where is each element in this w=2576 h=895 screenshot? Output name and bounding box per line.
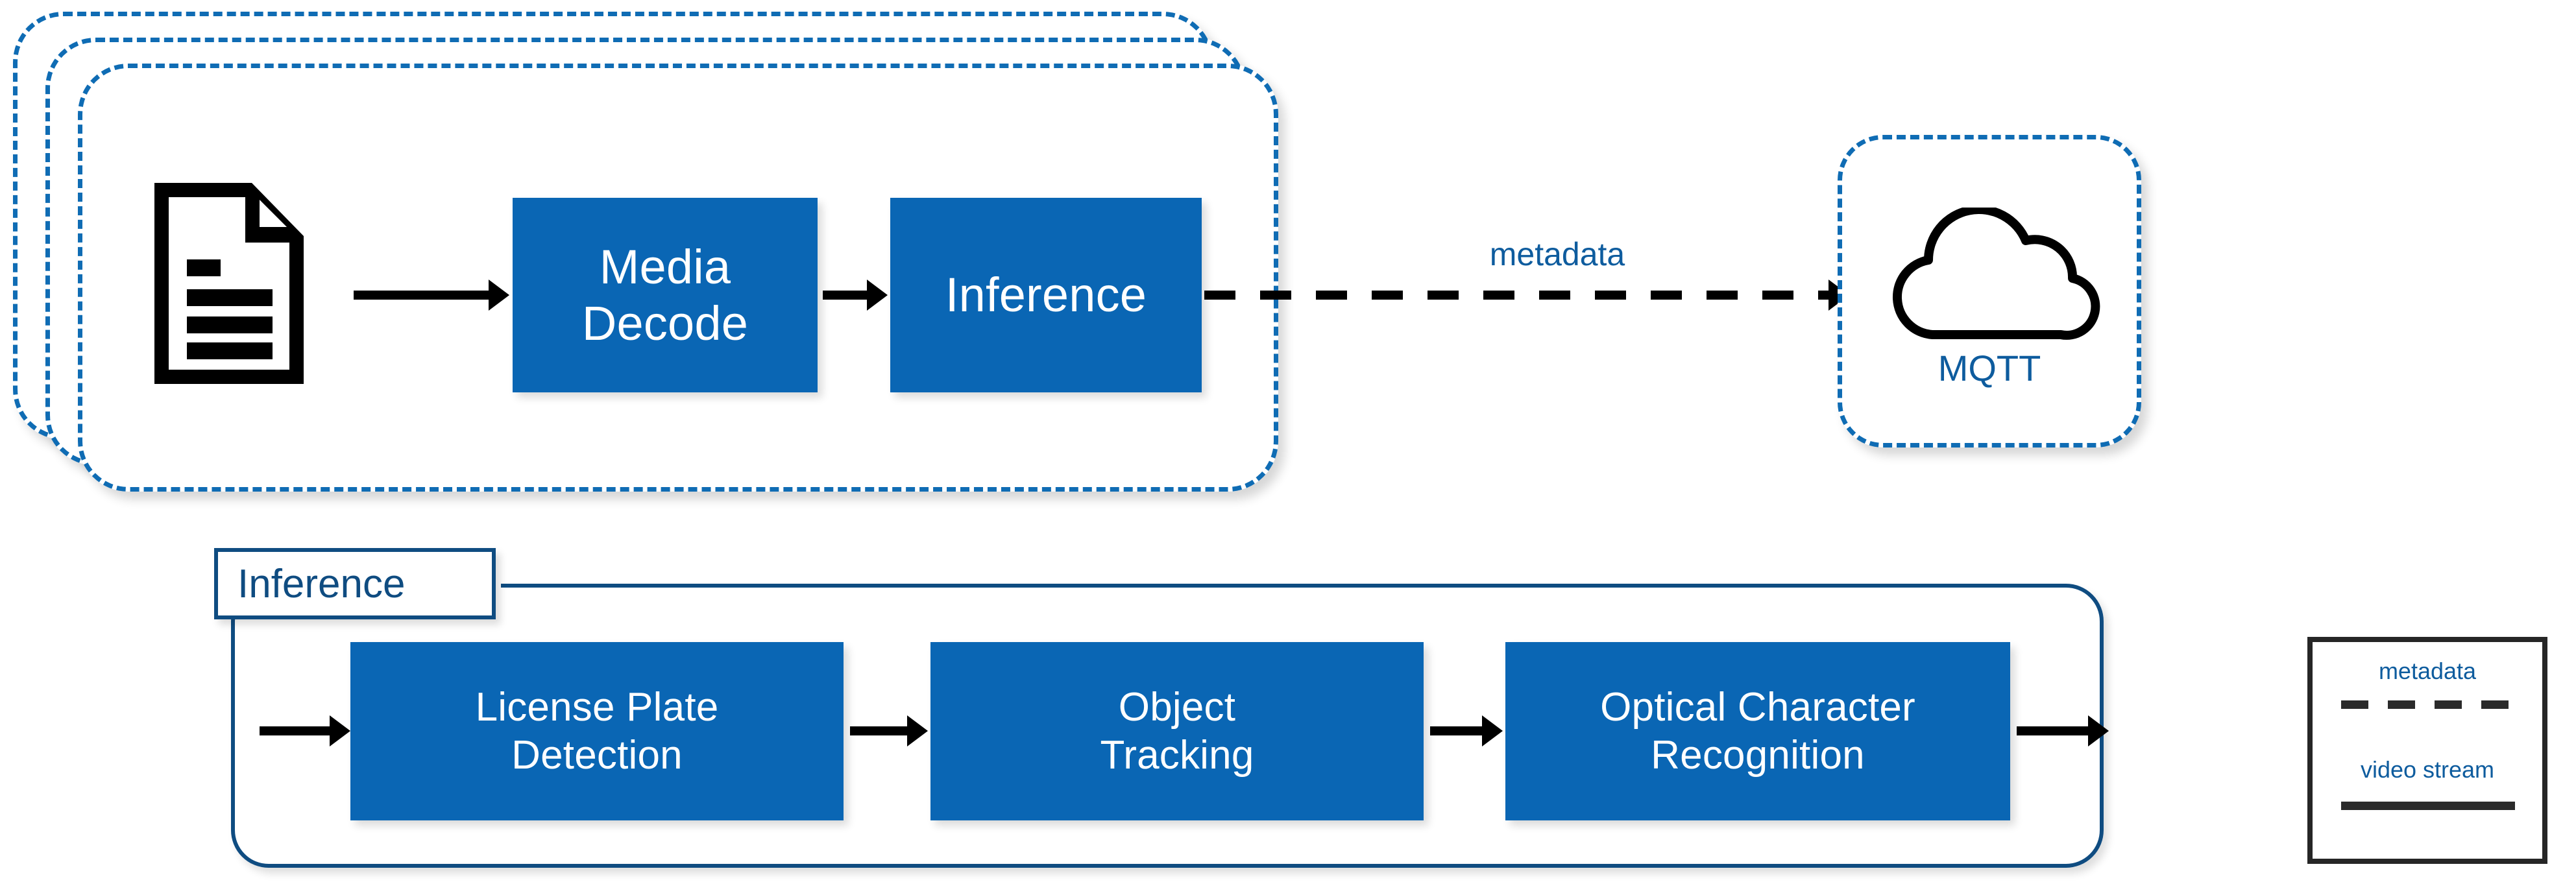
document-icon <box>154 183 304 384</box>
legend-box: metadata video stream <box>2307 637 2547 864</box>
metadata-edge-label: metadata <box>1489 236 1625 272</box>
process-box-media-decode[interactable]: Media Decode <box>513 198 818 392</box>
process-box-license-plate-detection[interactable]: License Plate Detection <box>350 642 844 820</box>
process-box-object-tracking[interactable]: Object Tracking <box>930 642 1424 820</box>
mqtt-label: MQTT <box>1938 348 2041 388</box>
legend-dashed-line-sample <box>2341 700 2515 709</box>
inference-group-label: Inference <box>214 548 496 619</box>
arrow-input-to-license-plate-detection <box>260 726 331 735</box>
arrow-source-to-media-decode <box>354 291 490 300</box>
process-box-inference[interactable]: Inference <box>890 198 1202 392</box>
arrow-optical-character-recognition-to-output <box>2017 726 2089 735</box>
process-box-optical-character-recognition[interactable]: Optical Character Recognition <box>1505 642 2010 820</box>
arrow-license-plate-detection-to-object-tracking <box>850 726 908 735</box>
arrow-object-tracking-to-optical-character-recognition <box>1430 726 1483 735</box>
cloud-icon <box>1882 205 2102 340</box>
legend-label-metadata: metadata <box>2378 658 2477 684</box>
arrow-media-decode-to-inference <box>823 291 868 300</box>
arrow-metadata-dashed <box>1204 291 1830 300</box>
legend-label-video-stream: video stream <box>2360 756 2495 783</box>
legend-solid-line-sample <box>2341 802 2515 810</box>
